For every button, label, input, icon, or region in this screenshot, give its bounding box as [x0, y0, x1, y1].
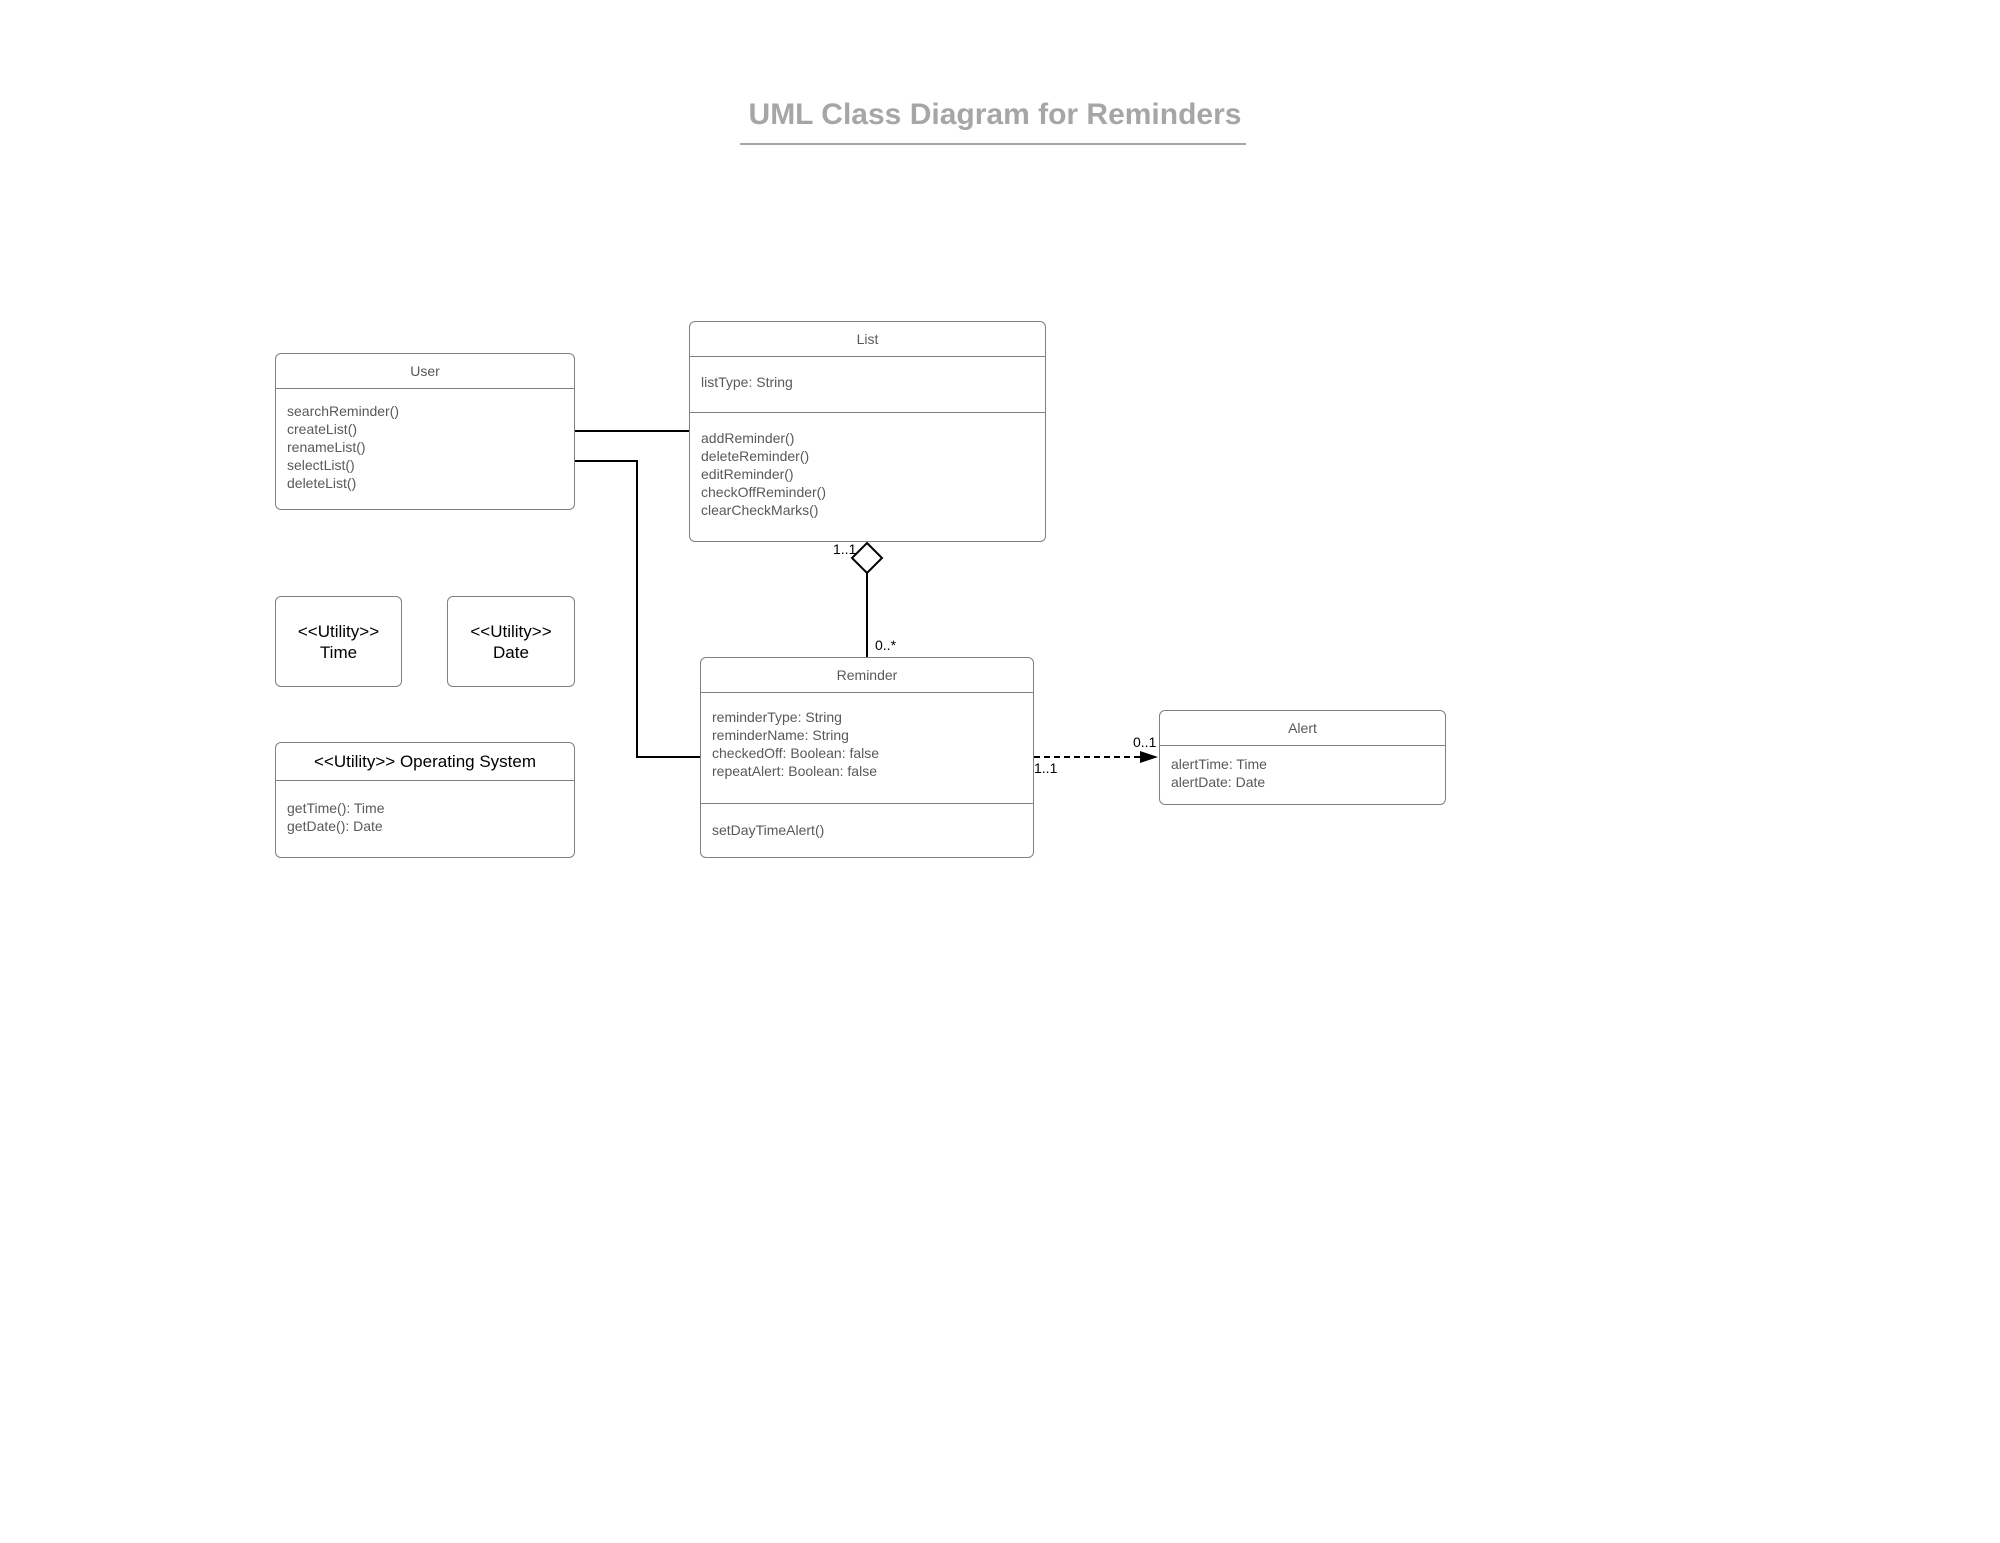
- attribute: alertDate: Date: [1171, 774, 1266, 790]
- date-name: Date: [493, 642, 529, 662]
- method: clearCheckMarks(): [701, 502, 819, 518]
- time-name: Time: [319, 642, 358, 662]
- multiplicity-reminder-alert: 1..1: [1034, 760, 1058, 776]
- class-list[interactable]: List listType: String addReminder() dele…: [689, 321, 1046, 542]
- method: addReminder(): [701, 430, 795, 446]
- method: checkOffReminder(): [701, 484, 827, 500]
- method: setDayTimeAlert(): [712, 822, 825, 838]
- class-os-methods: getTime(): Time getDate(): Date: [276, 781, 574, 857]
- class-alert-name: Alert: [1160, 711, 1445, 746]
- class-list-methods: addReminder() deleteReminder() editRemin…: [690, 413, 1045, 541]
- class-operating-system[interactable]: <<Utility>> Operating System getTime(): …: [275, 742, 575, 858]
- multiplicity-reminder-aggregation: 0..*: [875, 637, 897, 653]
- user-reminder-association: [575, 460, 700, 758]
- method: searchReminder(): [287, 403, 400, 419]
- method: editReminder(): [701, 466, 794, 482]
- attribute: repeatAlert: Boolean: false: [712, 763, 877, 779]
- aggregation-diamond: [850, 541, 884, 575]
- class-user-name: User: [276, 354, 574, 389]
- multiplicity-alert-end: 0..1: [1133, 734, 1157, 750]
- class-alert-attributes: alertTime: Time alertDate: Date: [1160, 746, 1445, 804]
- method: selectList(): [287, 457, 355, 473]
- class-reminder-name: Reminder: [701, 658, 1033, 693]
- method: getDate(): Date: [287, 818, 383, 834]
- method: deleteList(): [287, 475, 357, 491]
- method: createList(): [287, 421, 358, 437]
- class-reminder-attributes: reminderType: String reminderName: Strin…: [701, 693, 1033, 804]
- class-list-name: List: [690, 322, 1045, 357]
- attribute: alertTime: Time: [1171, 756, 1267, 772]
- diagram-title: UML Class Diagram for Reminders: [748, 98, 1242, 131]
- multiplicity-list-aggregation: 1..1: [833, 541, 857, 557]
- class-list-attributes: listType: String: [690, 357, 1045, 413]
- class-reminder-methods: setDayTimeAlert(): [701, 804, 1033, 857]
- attribute: reminderName: String: [712, 727, 849, 743]
- method: deleteReminder(): [701, 448, 810, 464]
- attribute: checkedOff: Boolean: false: [712, 745, 880, 761]
- title-underline: [740, 143, 1246, 145]
- attribute: reminderType: String: [712, 709, 842, 725]
- method: renameList(): [287, 439, 366, 455]
- attribute: listType: String: [701, 374, 793, 390]
- class-user-methods: searchReminder() createList() renameList…: [276, 389, 574, 509]
- class-alert[interactable]: Alert alertTime: Time alertDate: Date: [1159, 710, 1446, 805]
- class-user[interactable]: User searchReminder() createList() renam…: [275, 353, 575, 510]
- dependency-arrowhead: [1140, 751, 1158, 763]
- class-os-name: <<Utility>> Operating System: [276, 743, 574, 781]
- class-date[interactable]: <<Utility>> Date: [447, 596, 575, 687]
- date-stereotype: <<Utility>>: [470, 621, 552, 641]
- class-reminder[interactable]: Reminder reminderType: String reminderNa…: [700, 657, 1034, 858]
- time-stereotype: <<Utility>>: [297, 621, 380, 641]
- class-time[interactable]: <<Utility>> Time: [275, 596, 402, 687]
- method: getTime(): Time: [287, 800, 385, 816]
